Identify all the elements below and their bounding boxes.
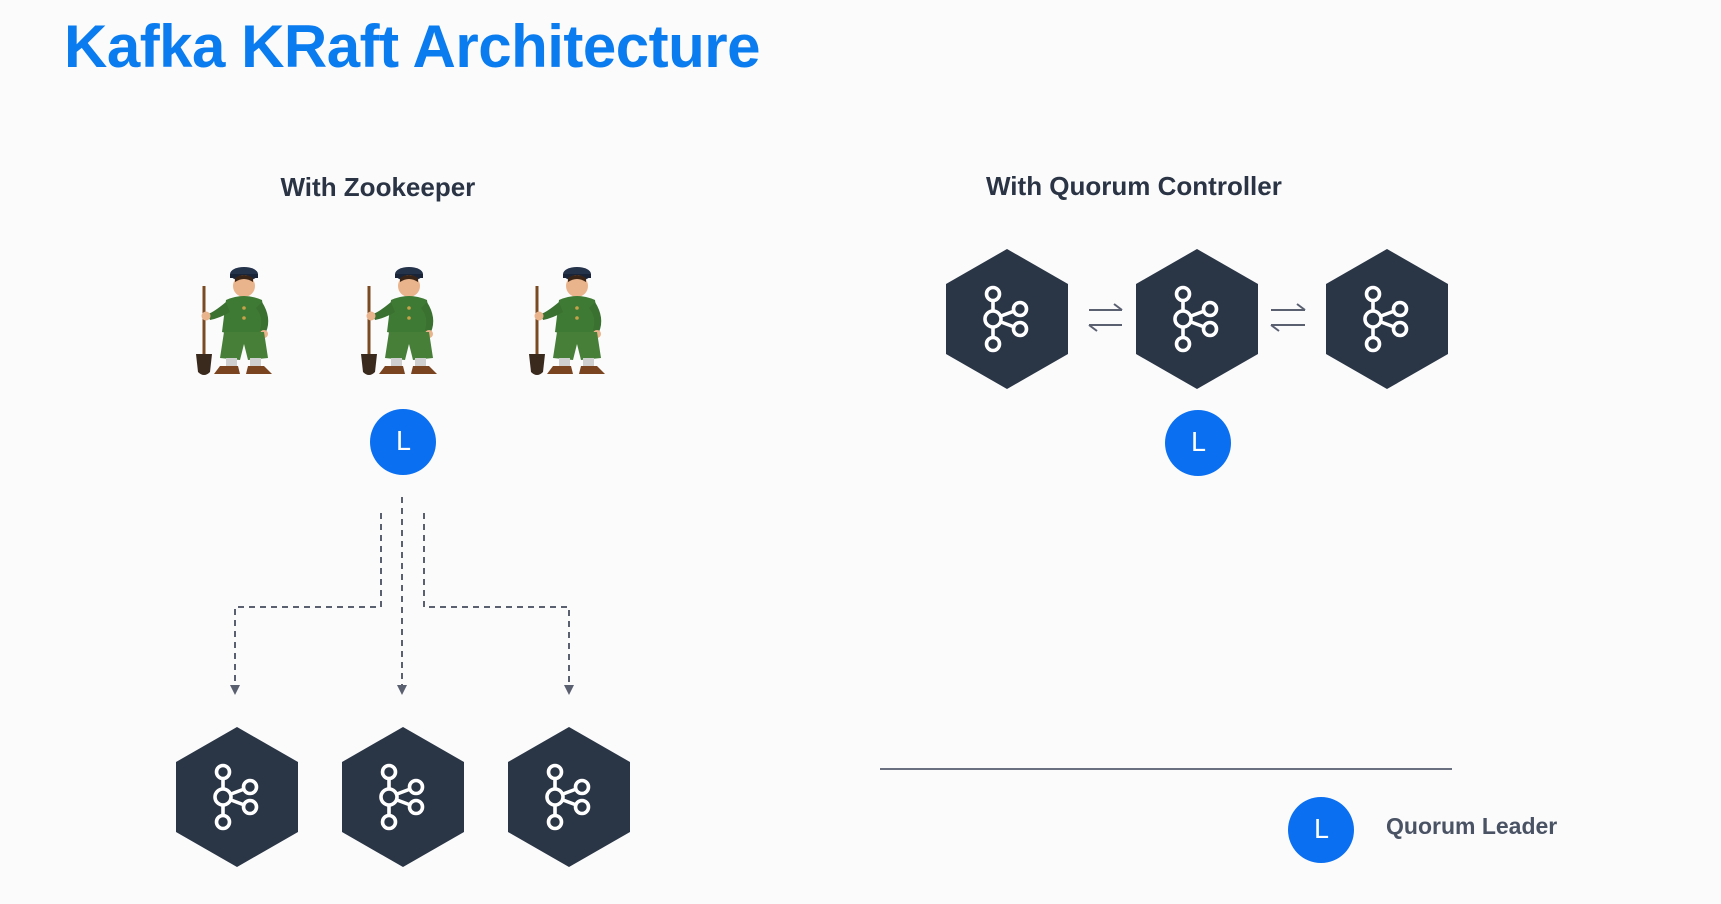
quorum-controller-heading: With Quorum Controller <box>986 171 1282 201</box>
sync-arrows-icon-1 <box>1088 303 1123 332</box>
broker-node-3 <box>508 727 630 867</box>
broker-node-1 <box>176 727 298 867</box>
quorum-leader-badge: L <box>1165 410 1231 476</box>
zookeeper-leader-badge: L <box>370 409 436 475</box>
sync-arrows-icon-2 <box>1270 303 1306 332</box>
quorum-controller-node-1 <box>946 249 1068 389</box>
quorum-controller-node-3 <box>1326 249 1448 389</box>
broker-node-2 <box>342 727 464 867</box>
connector-to-broker-1 <box>230 513 382 695</box>
page-title: Kafka KRaft Architecture <box>64 13 760 80</box>
quorum-controller-node-2 <box>1136 249 1258 389</box>
legend-leader-badge: L <box>1288 797 1354 863</box>
connector-to-broker-3 <box>423 513 574 695</box>
zookeeper-heading: With Zookeeper <box>280 172 476 202</box>
legend-label: Quorum Leader <box>1386 813 1558 839</box>
